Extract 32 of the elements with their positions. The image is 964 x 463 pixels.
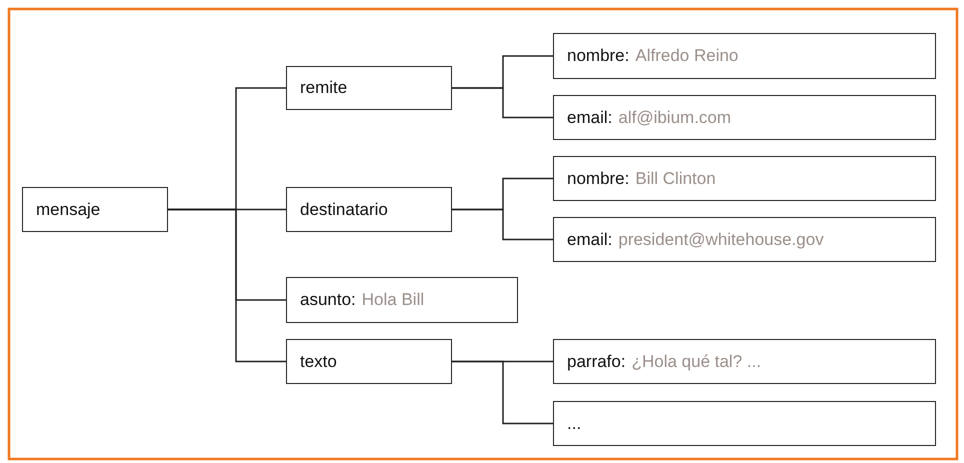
tree-node-box [553, 33, 936, 79]
field-name: nombre: [567, 46, 630, 66]
connector-line [452, 360, 553, 424]
tree-node-box [553, 339, 936, 384]
tree-node-box [553, 156, 936, 201]
tree-node-box [286, 66, 452, 110]
field-value: ¿Hola qué tal? ... [632, 352, 762, 372]
field-value: Hola Bill [362, 290, 424, 310]
field-name: asunto: [300, 290, 356, 310]
field-name: texto [300, 352, 337, 372]
field-value: president@whitehouse.gov [618, 230, 824, 250]
field-name: mensaje [36, 200, 100, 220]
tree-node-box [553, 95, 936, 140]
tree-node-box [553, 401, 936, 446]
tree-node-box [553, 217, 936, 262]
field-value: alf@ibium.com [618, 108, 732, 128]
field-value: Alfredo Reino [635, 46, 738, 66]
tree-node-box [22, 187, 168, 232]
field-name: email: [567, 108, 612, 128]
connector-line [452, 87, 553, 118]
field-name: destinatario [300, 200, 388, 220]
field-name: parrafo: [567, 352, 626, 372]
tree-node-box [286, 339, 452, 384]
connector-line [168, 208, 286, 362]
tree-node-box [286, 187, 452, 232]
field-name: ... [567, 414, 582, 434]
field-name: remite [300, 78, 348, 98]
field-name: nombre: [567, 168, 630, 188]
field-value: Bill Clinton [635, 168, 716, 188]
connector-line [452, 208, 553, 240]
field-name: email: [567, 230, 612, 250]
tree-node-box [286, 277, 518, 323]
